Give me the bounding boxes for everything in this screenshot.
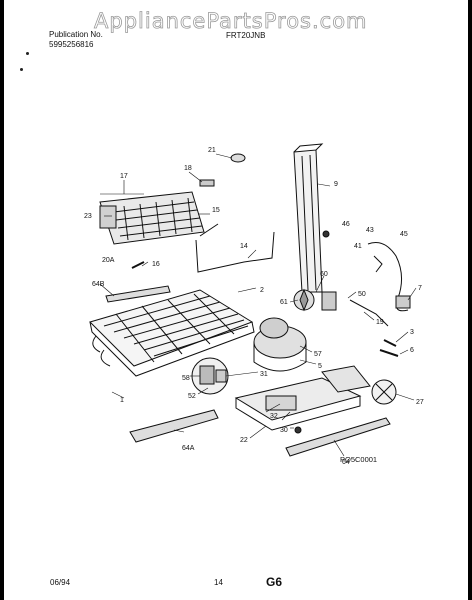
- callout-19: 19: [376, 319, 384, 326]
- condenser-coil[interactable]: [99, 191, 205, 245]
- callout-21: 21: [208, 147, 216, 154]
- callout-27: 27: [416, 399, 424, 406]
- callout-32: 32: [270, 413, 278, 420]
- callout-64A: 64A: [182, 445, 195, 452]
- start-relay[interactable]: [191, 357, 229, 395]
- part-3[interactable]: [383, 339, 397, 347]
- callout-64B: 64B: [92, 281, 105, 288]
- callout-7: 7: [418, 285, 422, 292]
- callout-31: 31: [260, 371, 268, 378]
- callout-9: 9: [334, 181, 338, 188]
- model-number: FRT20JNB: [226, 31, 266, 40]
- rail-64[interactable]: [285, 417, 391, 457]
- publication-label: Publication No.: [49, 30, 103, 39]
- condenser-fan[interactable]: [293, 288, 337, 312]
- callout-14: 14: [240, 243, 248, 250]
- callout-43: 43: [366, 227, 374, 234]
- footer-section-code: G6: [266, 575, 283, 589]
- watermark: AppliancePartsPros.com: [94, 9, 368, 34]
- publication-number: 5995256816: [49, 40, 94, 49]
- callout-52: 52: [188, 393, 196, 400]
- callout-15: 15: [212, 207, 220, 214]
- base-bracket[interactable]: [321, 365, 371, 393]
- callout-58: 58: [182, 375, 190, 382]
- callout-20A: 20A: [102, 257, 115, 264]
- callout-60: 60: [320, 271, 328, 278]
- callout-50: 50: [358, 291, 366, 298]
- parts-diagram-page: AppliancePartsPros.com Publication No. 5…: [4, 0, 468, 600]
- margin-dot: [26, 52, 29, 55]
- callout-22: 22: [240, 437, 248, 444]
- vertical-channel[interactable]: [293, 143, 324, 293]
- footer-page-number: 14: [214, 578, 223, 587]
- callout-57: 57: [314, 351, 322, 358]
- rail-64A[interactable]: [129, 409, 219, 443]
- exploded-view-diagram: 21 18 17 9 15 23 46 14 43 45 41 20A 16 2…: [84, 143, 424, 466]
- tube-19[interactable]: [349, 299, 389, 327]
- screw-46[interactable]: [322, 230, 330, 238]
- margin-dot: [20, 68, 23, 71]
- callout-18: 18: [184, 165, 192, 172]
- callout-6: 6: [410, 347, 414, 354]
- callout-46: 46: [342, 221, 350, 228]
- callout-3: 3: [410, 329, 414, 336]
- callout-41: 41: [354, 243, 362, 250]
- callout-1: 1: [120, 397, 124, 404]
- fan-guard-27[interactable]: [371, 379, 397, 405]
- callout-17: 17: [120, 173, 128, 180]
- footer-date: 06/94: [50, 578, 71, 587]
- bracket-64B[interactable]: [105, 285, 171, 303]
- diagram-code: PO5C0001: [340, 455, 378, 464]
- evaporator-grid[interactable]: [89, 289, 255, 377]
- compressor-base[interactable]: [234, 377, 362, 431]
- callout-64: 64: [342, 459, 350, 466]
- compressor[interactable]: [253, 317, 307, 372]
- callout-30: 30: [280, 427, 288, 434]
- bracket-16[interactable]: [131, 261, 145, 269]
- condenser-tube[interactable]: [195, 231, 275, 273]
- part-21[interactable]: [230, 153, 246, 163]
- part-18[interactable]: [199, 179, 215, 187]
- callout-5: 5: [318, 363, 322, 370]
- callout-2: 2: [260, 287, 264, 294]
- callout-16: 16: [152, 261, 160, 268]
- relay-7[interactable]: [395, 295, 411, 309]
- wiring-harness[interactable]: [367, 242, 409, 312]
- callout-45: 45: [400, 231, 408, 238]
- part-6[interactable]: [379, 349, 399, 357]
- screw-30[interactable]: [294, 426, 302, 434]
- callout-23: 23: [84, 213, 92, 220]
- callout-61: 61: [280, 299, 288, 306]
